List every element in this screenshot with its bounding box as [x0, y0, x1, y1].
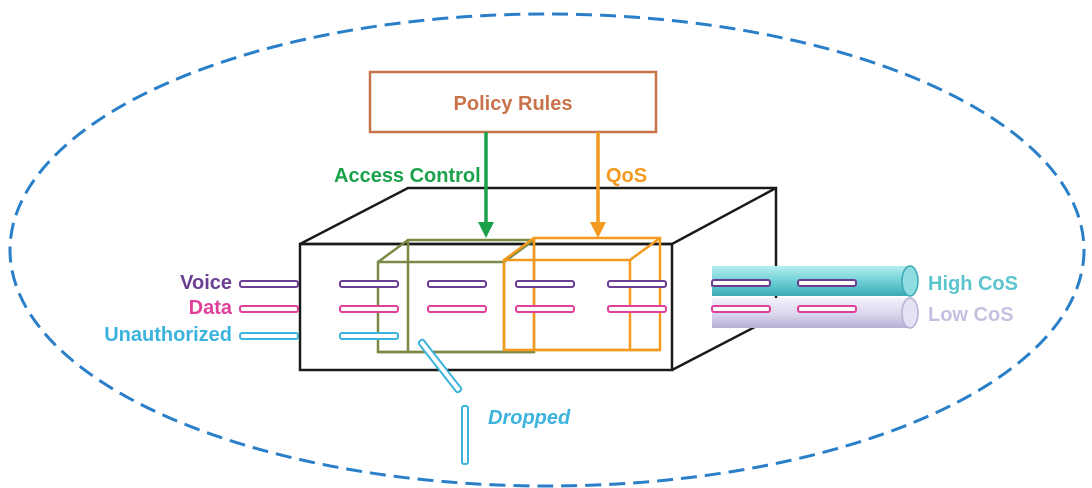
unauthorized-flow: [239, 332, 469, 465]
unauthorized-label: Unauthorized: [104, 324, 232, 346]
data-label: Data: [189, 297, 233, 319]
policy-rules-label: Policy Rules: [454, 93, 573, 115]
policy-rules-box: Policy Rules: [368, 70, 658, 134]
qos-arrow: [590, 132, 606, 238]
data-flow: [239, 305, 667, 313]
access-control-arrow: [478, 132, 494, 238]
high-cos-label: High CoS: [928, 273, 1018, 295]
access-control-cube: [376, 238, 536, 354]
dropped-label: Dropped: [488, 407, 571, 429]
low-cos-pipe: [711, 297, 919, 329]
low-cos-label: Low CoS: [928, 304, 1014, 326]
qos-label: QoS: [606, 165, 647, 187]
voice-label: Voice: [180, 272, 232, 294]
switch-box: [298, 186, 778, 372]
network-boundary: [8, 12, 1086, 488]
qos-cube: [502, 236, 662, 352]
high-cos-pipe: [711, 265, 919, 297]
access-control-label: Access Control: [334, 165, 481, 187]
